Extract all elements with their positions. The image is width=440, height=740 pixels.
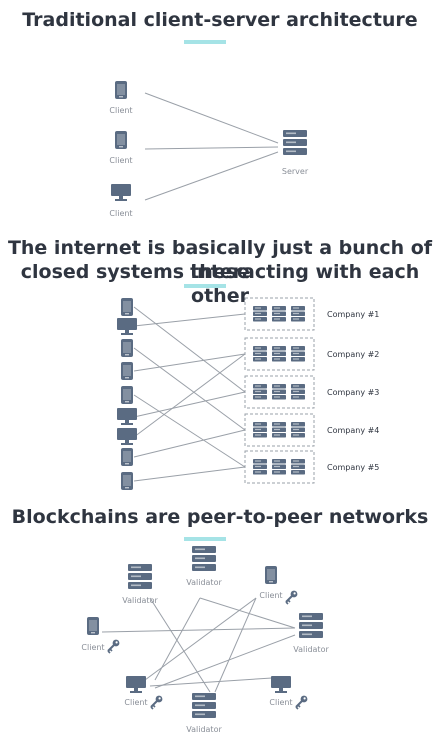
accent-bar-3 xyxy=(184,537,226,541)
company-5: Company #5 xyxy=(244,450,379,484)
title-internet-line1: The internet is basically just a bunch o… xyxy=(7,237,433,283)
phone-icon xyxy=(121,339,133,357)
validator-label: Validator xyxy=(186,578,222,587)
client-label: Client xyxy=(269,698,292,707)
desktop-icon xyxy=(117,408,137,425)
server-icon xyxy=(272,459,286,475)
company-label: Company #2 xyxy=(327,350,379,359)
accent-bar-1 xyxy=(184,40,226,44)
client-peer-4: Client xyxy=(269,676,309,710)
client-peer-2: Client xyxy=(81,617,121,654)
validator-label: Validator xyxy=(122,596,158,605)
server-icon xyxy=(299,613,323,638)
client-column xyxy=(117,298,137,490)
company-4: Company #4 xyxy=(244,413,379,447)
company-box xyxy=(244,413,315,447)
company-3: Company #3 xyxy=(244,375,379,409)
desktop-icon xyxy=(271,676,291,693)
server-icon xyxy=(272,346,286,362)
client-label: Client xyxy=(109,156,132,165)
phone-icon xyxy=(121,362,133,380)
phone-icon xyxy=(265,566,277,584)
client-peer-1: Client xyxy=(259,566,299,605)
company-label: Company #5 xyxy=(327,463,379,472)
client-node-1: Client xyxy=(109,81,133,115)
title-internet-line2: closed systems interacting with each oth… xyxy=(20,261,420,307)
phone-icon xyxy=(121,448,133,466)
server-icon xyxy=(291,459,305,475)
section3-connections xyxy=(101,597,296,693)
client-peer-3: Client xyxy=(124,676,164,710)
company-box xyxy=(244,297,315,331)
company-label: Company #3 xyxy=(327,388,379,397)
validator-node-1: Validator xyxy=(122,564,158,605)
client-label: Client xyxy=(109,106,132,115)
server-icon xyxy=(192,693,216,718)
server-icon xyxy=(283,130,307,155)
server-icon xyxy=(291,346,305,362)
server-icon xyxy=(253,459,267,475)
client-node-2: Client xyxy=(109,131,133,165)
server-icon xyxy=(253,384,267,400)
section1-connections xyxy=(144,92,279,201)
server-icon xyxy=(192,546,216,571)
client-node-3: Client xyxy=(109,184,133,218)
company-2: Company #2 xyxy=(244,337,379,371)
desktop-icon xyxy=(117,318,137,335)
server-icon xyxy=(128,564,152,589)
company-box xyxy=(244,450,315,484)
phone-icon xyxy=(115,131,127,149)
client-label: Client xyxy=(109,209,132,218)
phone-icon xyxy=(121,472,133,490)
client-label: Client xyxy=(124,698,147,707)
company-label: Company #4 xyxy=(327,426,379,435)
validator-node-2: Validator xyxy=(186,546,222,587)
key-icon xyxy=(285,589,299,605)
key-icon xyxy=(150,694,164,710)
server-icon xyxy=(253,422,267,438)
validator-label: Validator xyxy=(186,725,222,734)
phone-icon xyxy=(115,81,127,99)
client-label: Client xyxy=(81,643,104,652)
title-blockchain: Blockchains are peer-to-peer networks xyxy=(11,506,429,528)
company-1: Company #1 xyxy=(244,297,379,331)
key-icon xyxy=(107,638,121,654)
server-icon xyxy=(272,306,286,322)
client-label: Client xyxy=(259,591,282,600)
company-label: Company #1 xyxy=(327,310,379,319)
section2-connections xyxy=(133,306,246,482)
key-icon xyxy=(295,694,309,710)
validator-node-3: Validator xyxy=(293,613,329,654)
company-box xyxy=(244,375,315,409)
server-icon xyxy=(291,306,305,322)
validator-label: Validator xyxy=(293,645,329,654)
server-icon xyxy=(253,346,267,362)
phone-icon xyxy=(121,386,133,404)
server-icon xyxy=(291,422,305,438)
desktop-icon xyxy=(126,676,146,693)
phone-icon xyxy=(87,617,99,635)
validator-node-4: Validator xyxy=(186,693,222,734)
server-icon xyxy=(272,384,286,400)
company-box xyxy=(244,337,315,371)
server-icon xyxy=(272,422,286,438)
desktop-icon xyxy=(117,428,137,445)
server-icon xyxy=(253,306,267,322)
desktop-icon xyxy=(111,184,131,201)
phone-icon xyxy=(121,298,133,316)
server-node: Server xyxy=(282,130,309,176)
server-label: Server xyxy=(282,167,309,176)
server-icon xyxy=(291,384,305,400)
accent-bar-2 xyxy=(184,284,226,288)
title-traditional: Traditional client-server architecture xyxy=(22,9,418,31)
